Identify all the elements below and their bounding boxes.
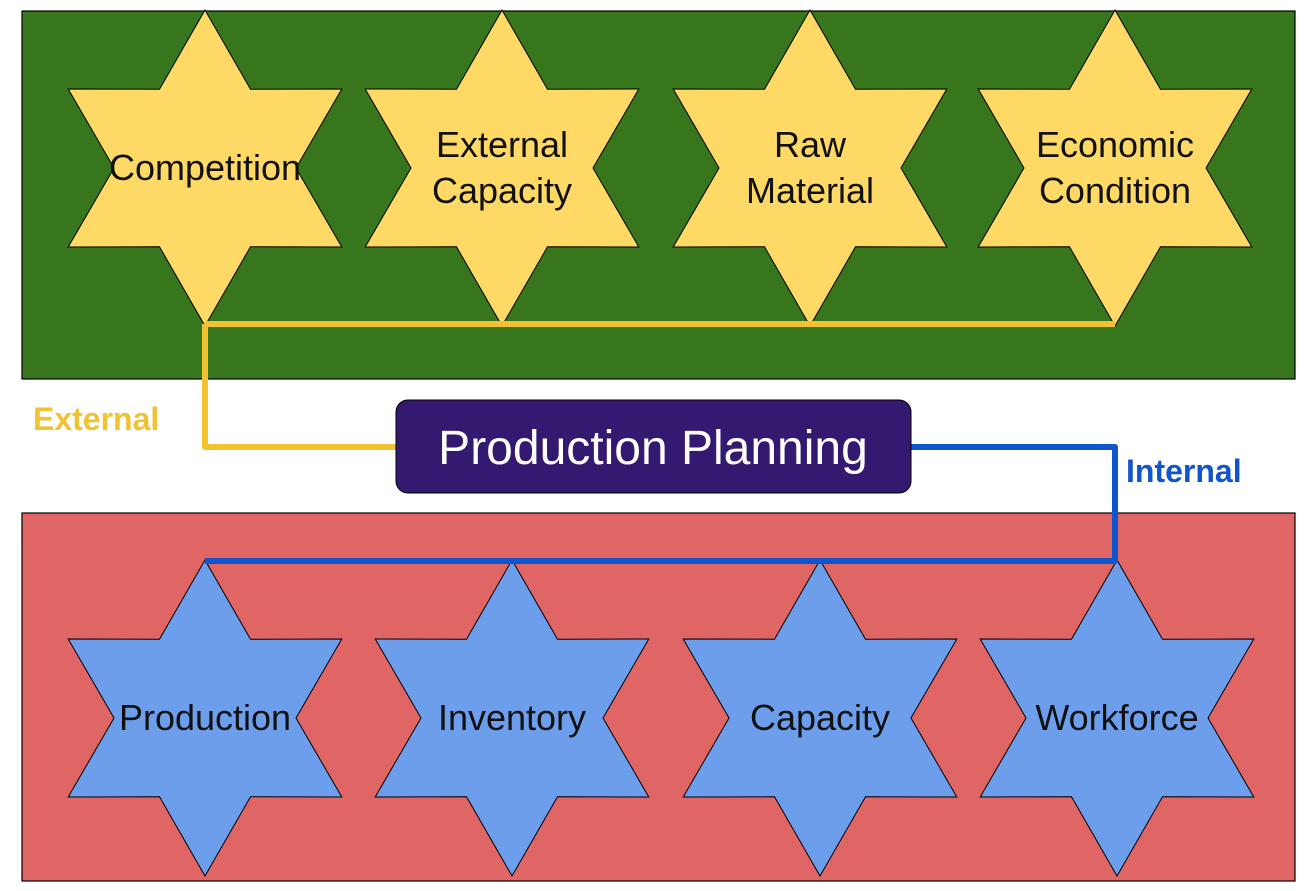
- external-factor-label-external-capacity-line-1: External: [436, 124, 568, 165]
- external-factor-label-external-capacity-line-2: Capacity: [432, 170, 572, 211]
- external-label: External: [33, 401, 159, 437]
- external-factor-label-competition: Competition: [109, 147, 301, 188]
- external-factor-label-economic-condition-line-1: Economic: [1036, 124, 1194, 165]
- internal-factor-star-capacity: [682, 558, 958, 878]
- internal-factor-star-inventory: [374, 558, 650, 878]
- internal-connector-path: [205, 444, 1118, 564]
- internal-factor-star-workforce: [979, 558, 1255, 878]
- external-connector-path: [202, 321, 1115, 450]
- production-planning-label: Production Planning: [438, 422, 868, 475]
- production-planning-box: [395, 399, 912, 494]
- external-factor-label-raw-material-line-2: Material: [746, 170, 874, 211]
- internal-factor-label-production: Production: [119, 697, 291, 738]
- internal-factor-star-production: [67, 558, 343, 878]
- internal-factors-group: Production Inventory Capacity Workforce: [67, 558, 1255, 878]
- external-factor-label-raw-material-line-1: Raw: [774, 124, 847, 165]
- internal-label: Internal: [1126, 453, 1242, 489]
- internal-factor-label-inventory: Inventory: [438, 697, 586, 738]
- internal-factor-label-capacity: Capacity: [750, 697, 890, 738]
- internal-factor-label-workforce: Workforce: [1035, 697, 1198, 738]
- external-factor-label-economic-condition-line-2: Condition: [1039, 170, 1191, 211]
